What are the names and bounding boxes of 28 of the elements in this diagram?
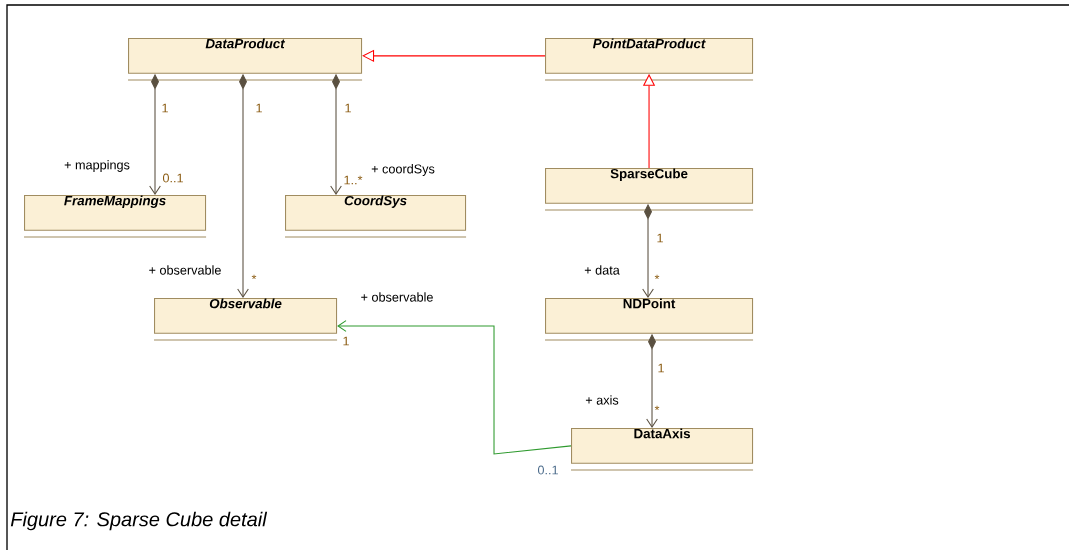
role-label: + axis bbox=[583, 394, 621, 406]
class-box: DataProduct bbox=[127, 38, 363, 81]
multiplicity: * bbox=[251, 274, 257, 280]
role-label: + observable bbox=[147, 264, 223, 276]
multiplicity: * bbox=[654, 274, 660, 280]
multiplicity: 1..* bbox=[344, 175, 363, 185]
multiplicity: * bbox=[654, 405, 660, 411]
role-label: + data bbox=[582, 264, 622, 276]
multiplicity: 1 bbox=[657, 233, 663, 243]
multiplicity: 1 bbox=[256, 103, 262, 113]
class-box: Observable bbox=[153, 298, 338, 341]
multiplicity: 0..1 bbox=[162, 173, 183, 183]
class-box: NDPoint bbox=[544, 298, 754, 341]
multiplicity: 0..1 bbox=[537, 465, 558, 475]
connector bbox=[337, 320, 572, 455]
caption: Figure 7: Sparse Cube detail bbox=[10, 511, 268, 531]
role-label: + coordSys bbox=[369, 162, 437, 178]
class-box: PointDataProduct bbox=[544, 38, 754, 81]
multiplicity: 1 bbox=[658, 363, 664, 373]
multiplicity: 1 bbox=[345, 103, 351, 113]
class-box: FrameMappings bbox=[23, 195, 207, 238]
role-label: + observable bbox=[359, 291, 435, 303]
class-box: SparseCube bbox=[544, 168, 754, 211]
multiplicity: 1 bbox=[162, 103, 168, 113]
multiplicity: 1 bbox=[343, 336, 349, 346]
class-box: CoordSys bbox=[284, 195, 467, 238]
role-label: + mappings bbox=[62, 158, 132, 174]
class-box: DataAxis bbox=[570, 428, 754, 471]
